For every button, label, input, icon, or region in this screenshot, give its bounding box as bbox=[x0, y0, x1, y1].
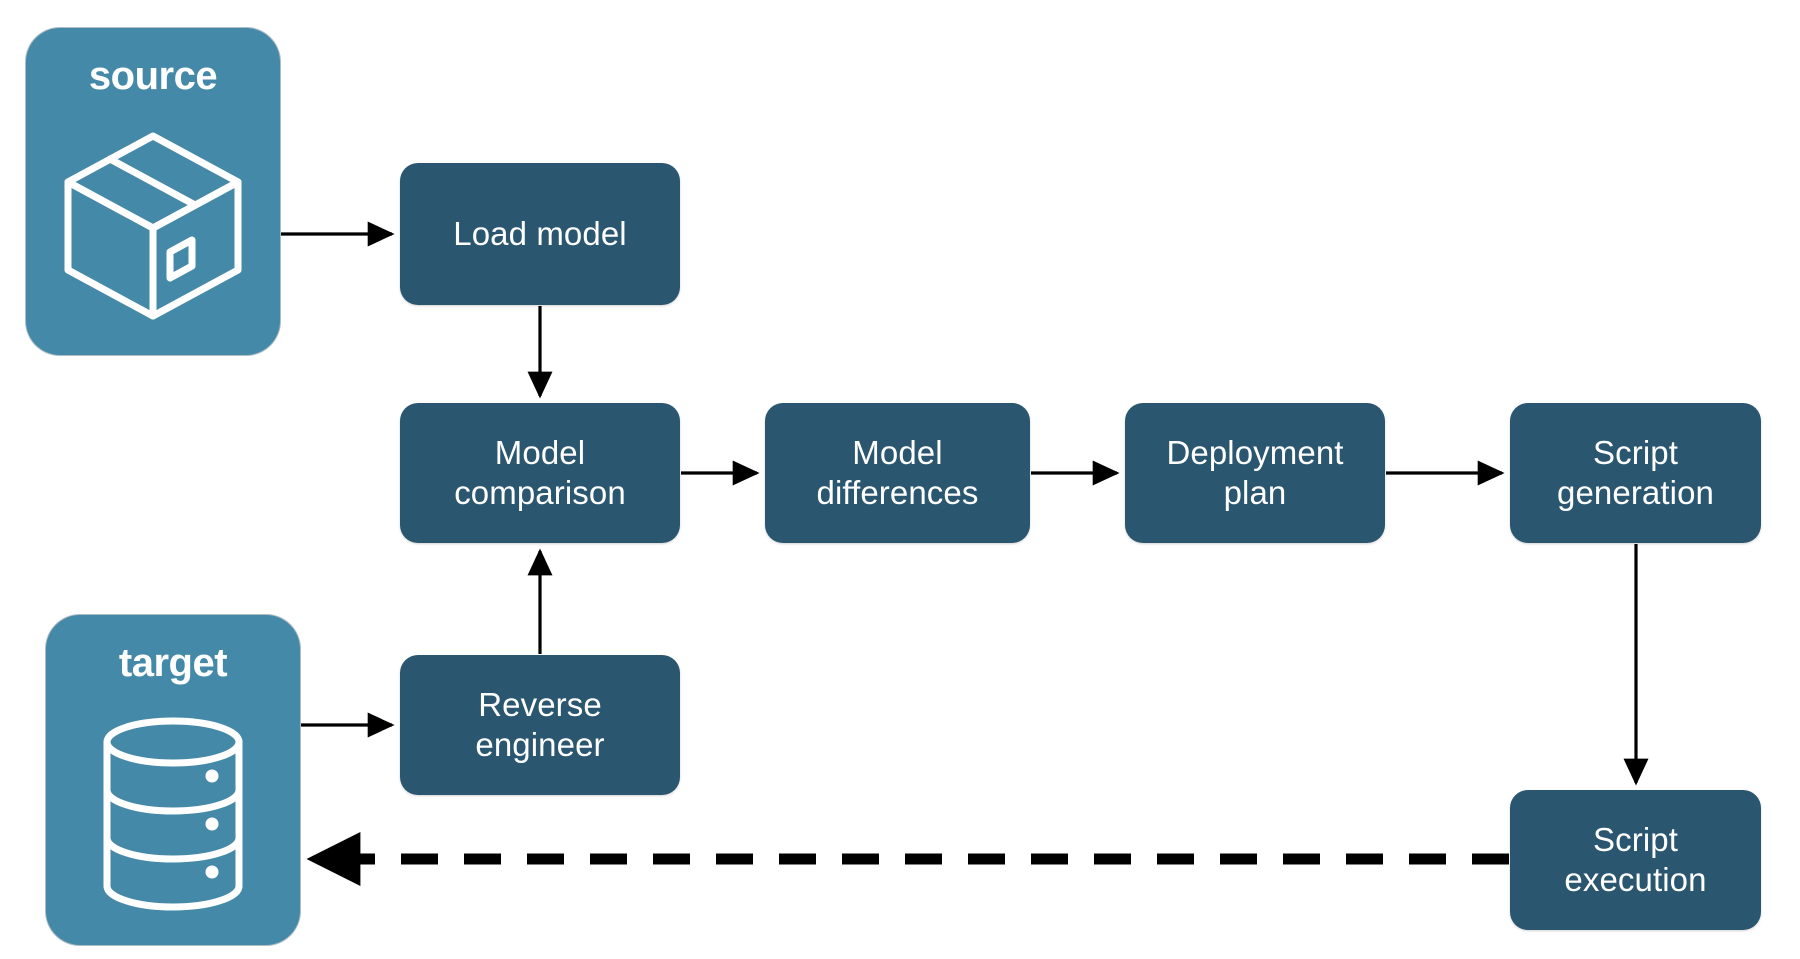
node-script-execution-line-1: Script bbox=[1593, 820, 1678, 858]
node-model-differences-line-1: Model bbox=[852, 433, 943, 471]
node-deployment-plan-line-2: plan bbox=[1223, 474, 1287, 511]
node-script-generation[interactable]: Script generation bbox=[1510, 403, 1761, 543]
node-script-generation-line-2: generation bbox=[1557, 474, 1714, 511]
node-model-differences[interactable]: Model differences bbox=[765, 403, 1030, 543]
node-reverse-engineer-label: Reverse engineer bbox=[455, 685, 624, 766]
database-cylinder-icon bbox=[46, 683, 300, 945]
node-load-model-label: Load model bbox=[433, 214, 646, 254]
endpoint-target-label: target bbox=[118, 641, 228, 685]
node-deployment-plan-label: Deployment plan bbox=[1146, 433, 1363, 514]
package-box-icon bbox=[26, 96, 280, 355]
node-model-differences-line-2: differences bbox=[816, 474, 979, 511]
endpoint-source[interactable]: source bbox=[26, 28, 280, 355]
endpoint-target[interactable]: target bbox=[46, 615, 300, 945]
endpoint-source-label: source bbox=[88, 54, 218, 98]
node-reverse-engineer-line-2: engineer bbox=[475, 726, 605, 763]
node-reverse-engineer[interactable]: Reverse engineer bbox=[400, 655, 680, 795]
node-script-execution-line-2: execution bbox=[1564, 861, 1707, 898]
node-script-generation-label: Script generation bbox=[1537, 433, 1734, 514]
node-script-execution[interactable]: Script execution bbox=[1510, 790, 1761, 930]
node-load-model[interactable]: Load model bbox=[400, 163, 680, 305]
node-deployment-plan-line-1: Deployment bbox=[1166, 433, 1344, 471]
node-load-model-line-1: Load model bbox=[453, 214, 627, 252]
node-model-comparison-label: Model comparison bbox=[434, 433, 646, 514]
node-reverse-engineer-line-1: Reverse bbox=[478, 685, 602, 723]
node-model-comparison[interactable]: Model comparison bbox=[400, 403, 680, 543]
node-script-execution-label: Script execution bbox=[1544, 820, 1726, 901]
node-deployment-plan[interactable]: Deployment plan bbox=[1125, 403, 1385, 543]
node-model-comparison-line-1: Model bbox=[494, 433, 586, 471]
node-model-comparison-line-2: comparison bbox=[454, 474, 626, 511]
node-model-differences-label: Model differences bbox=[797, 433, 999, 514]
node-script-generation-line-1: Script bbox=[1593, 433, 1678, 471]
